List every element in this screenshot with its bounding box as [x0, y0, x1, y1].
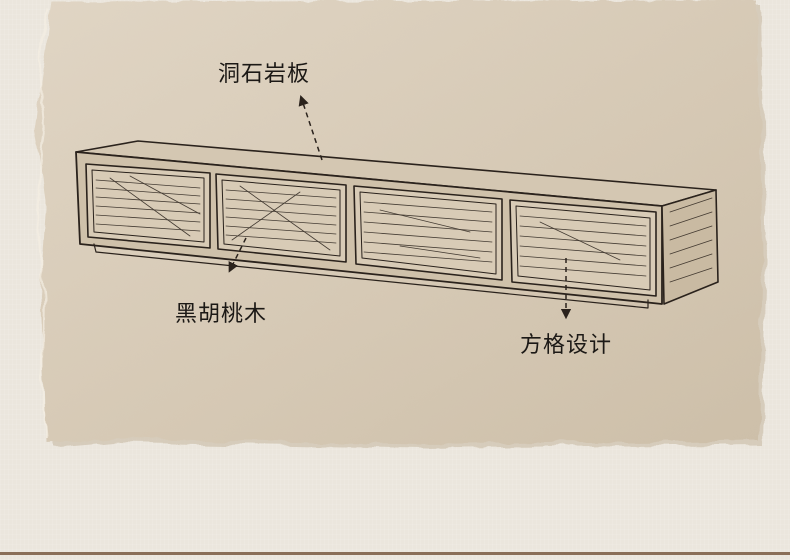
callout-arrows: [228, 95, 572, 320]
label-grid-design: 方格设计: [520, 333, 613, 358]
arrow-head-icon: [228, 237, 247, 273]
label-travertine-slab: 洞石岩板: [218, 62, 311, 87]
label-black-walnut: 黑胡桃木: [175, 302, 268, 327]
bottom-rule: [0, 552, 790, 555]
tv-cabinet-sketch: [75, 140, 719, 309]
arrow-head-icon: [298, 95, 323, 161]
